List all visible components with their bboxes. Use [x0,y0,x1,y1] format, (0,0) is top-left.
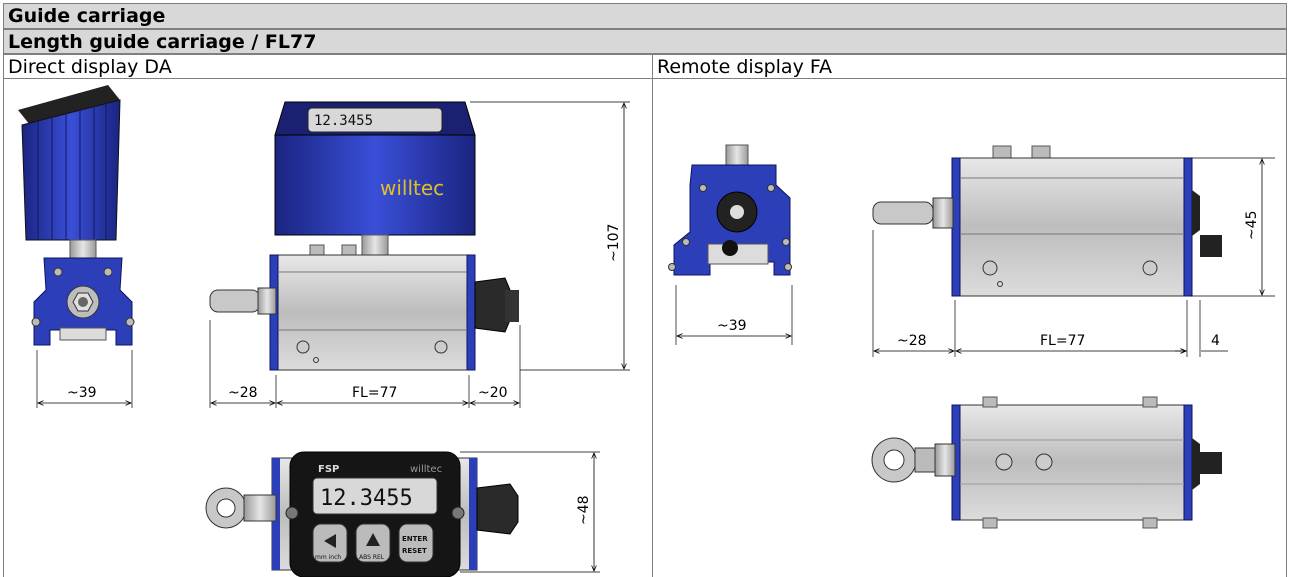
column-label-direct: Direct display DA [8,56,172,78]
button-enter-reset [398,523,434,563]
section-title: Guide carriage [8,5,166,27]
column-label-remote: Remote display FA [657,56,833,78]
subsection-header: Length guide carriage / FL77 [3,29,1287,54]
bottom-view-remote [871,396,1222,529]
dim-side-width-remote: ~39 [717,318,747,334]
front-view-direct: 12.3455 willtec [209,101,519,371]
subsection-title: Length guide carriage / FL77 [8,31,317,53]
side-view-direct [18,85,135,346]
drawing-area [3,79,1287,577]
button-reset-label: RESET [402,547,427,555]
button-mm-inch-label: mm inch [315,554,341,561]
display-readout: 12.3455 [320,486,413,511]
front-view-remote [872,145,1222,297]
dim-left-ext-direct: ~28 [228,385,258,401]
dim-height-direct: ~107 [606,224,622,262]
dim-left-ext-remote: ~28 [897,333,927,349]
dim-right-ext-direct: ~20 [478,385,508,401]
column-header-direct: Direct display DA [4,55,653,78]
column-header-row: Direct display DA Remote display FA [3,54,1287,79]
side-view-remote [668,144,792,276]
dim-height-remote: ~45 [1244,210,1260,240]
column-header-remote: Remote display FA [653,55,1286,78]
button-abs-rel-label: ABS REL [359,554,385,561]
top-display-readout: 12.3455 [314,113,373,129]
model-label: FSP [318,464,339,475]
dim-length-remote: FL=77 [1040,333,1085,349]
section-header: Guide carriage [3,3,1287,29]
column-divider [652,79,653,577]
dim-right-ext-remote: 4 [1211,333,1220,349]
dim-bottom-height-direct: ~48 [576,495,592,525]
bottom-view-direct: FSP willtec 12.3455 mm inch ABS REL ENTE… [205,451,519,577]
button-enter-label: ENTER [402,535,428,543]
brand-logo-top: willtec [380,176,444,200]
dim-length-direct: FL=77 [352,385,397,401]
brand-logo-panel: willtec [410,464,442,475]
dim-side-width-direct: ~39 [67,385,97,401]
